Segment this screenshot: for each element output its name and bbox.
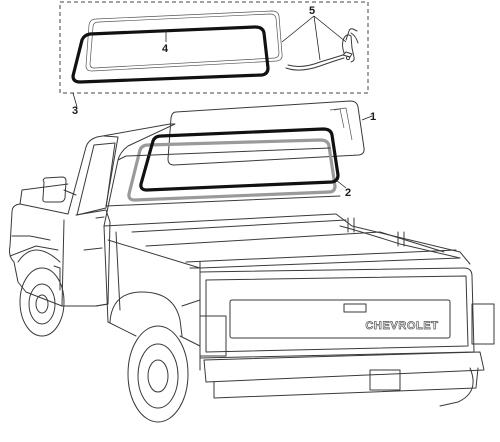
inset-border <box>59 1 369 94</box>
leader-5c <box>313 15 347 43</box>
callout-4: 4 <box>162 43 169 55</box>
callout-5: 5 <box>309 5 315 17</box>
parts-inset <box>59 1 369 108</box>
leader-3 <box>72 92 78 108</box>
truck-illustration <box>9 123 495 423</box>
weatherstrip-seal <box>139 127 340 192</box>
callout-3: 3 <box>72 105 78 117</box>
callout-labels: 1 2 3 4 5 CHEVROLET <box>72 5 438 332</box>
tailgate-brand: CHEVROLET <box>365 320 438 332</box>
callout-1: 1 <box>370 111 376 123</box>
leader-2 <box>335 179 347 189</box>
installation-tool-part <box>285 28 359 71</box>
callout-2: 2 <box>345 187 351 199</box>
rear-window-assembly <box>127 100 373 202</box>
window-opening-seal <box>127 138 337 202</box>
leader-5b <box>313 15 321 61</box>
leader-1 <box>361 115 373 121</box>
lock-strip-part <box>85 10 283 72</box>
tailgate <box>199 267 475 359</box>
leader-5a <box>281 15 315 43</box>
rear-glass <box>167 100 365 166</box>
weatherstrip-seal-part <box>71 25 270 84</box>
